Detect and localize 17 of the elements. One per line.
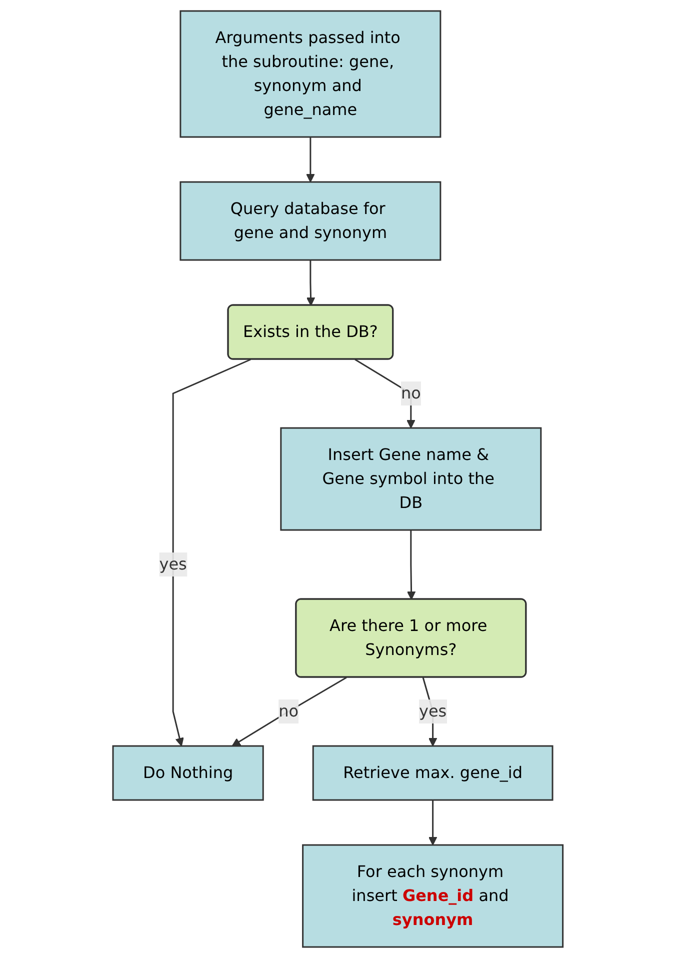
node-box: Do Nothing xyxy=(112,744,264,800)
arrow xyxy=(354,358,416,428)
arrow xyxy=(428,800,438,845)
arrow xyxy=(306,136,315,182)
arrow xyxy=(407,530,416,600)
arrow xyxy=(172,358,252,746)
edge-label: no xyxy=(278,701,299,720)
edge-label: no xyxy=(401,383,421,402)
node-box: For each synonym insert Gene_id and synonym xyxy=(302,844,564,948)
arrow xyxy=(306,260,316,306)
node-box: Query database for gene and synonym xyxy=(180,180,442,260)
edge-label: yes xyxy=(419,701,447,720)
arrow xyxy=(232,676,347,746)
edge-label: yes xyxy=(159,554,187,573)
node-box: Arguments passed into the subroutine: gene, synonym and gene_name xyxy=(180,10,442,138)
node-box: Retrieve max. gene_id xyxy=(312,744,554,800)
node-box: Insert Gene name & Gene symbol into the DB xyxy=(280,426,542,530)
